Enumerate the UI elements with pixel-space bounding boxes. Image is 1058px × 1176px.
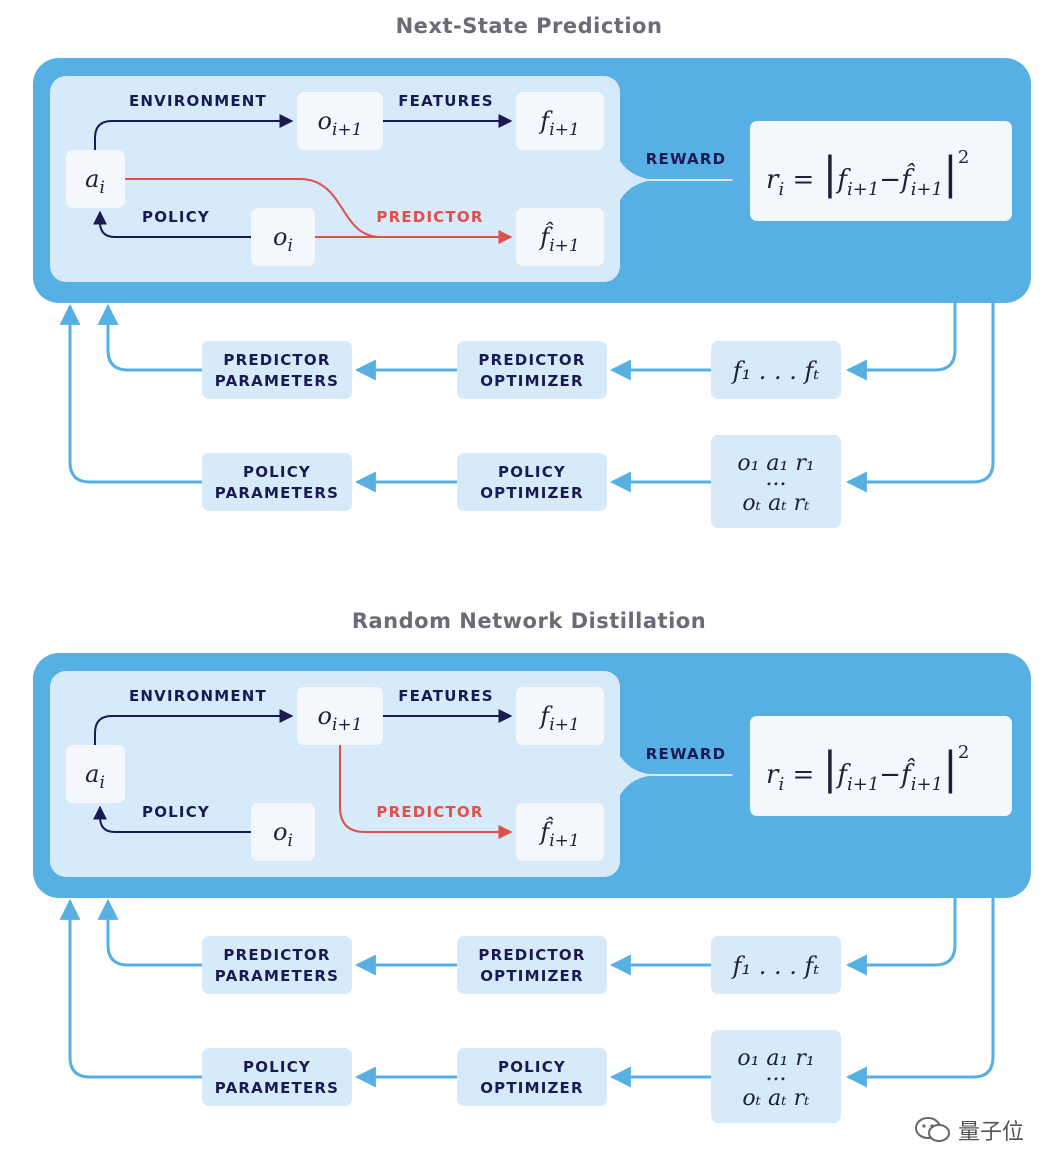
node-f-next-box xyxy=(516,687,604,745)
predictor-parameters-box xyxy=(202,341,352,399)
node-o-next-box xyxy=(297,92,383,150)
node-o-next-box xyxy=(297,687,383,745)
node-fhat-box xyxy=(516,208,604,266)
environment-arrow xyxy=(94,114,294,150)
features-seq-label: f₁ . . . fₜ xyxy=(731,357,820,385)
environment-arrow xyxy=(94,709,294,745)
policy-label: POLICY xyxy=(142,208,210,226)
reward-connector-shape xyxy=(612,735,660,817)
environment-label: ENVIRONMENT xyxy=(129,92,267,110)
trajectory-line1: o₁ a₁ r₁ xyxy=(737,451,814,476)
predictor-params-feedback-arrow xyxy=(97,303,202,372)
predictor-parameters-label-line1: PREDICTOR xyxy=(223,351,330,369)
watermark-text: 量子位 xyxy=(957,1120,1024,1145)
policy-optimizer-label-line2: OPTIMIZER xyxy=(480,1079,584,1097)
predictor-arrow-from-o-next xyxy=(339,745,513,839)
node-o-label: oi xyxy=(273,223,293,256)
trajectory-feedback-arrow xyxy=(845,898,995,1088)
predictor-parameters-label-line2: PARAMETERS xyxy=(215,372,339,390)
features-seq-box xyxy=(711,936,841,994)
features-seq-label: f₁ . . . fₜ xyxy=(731,952,820,980)
policy-optimizer-label-line2: OPTIMIZER xyxy=(480,484,584,502)
features-feedback-arrow xyxy=(845,303,957,381)
inner-panel xyxy=(50,671,620,877)
trajectory-dots: ... xyxy=(766,1061,787,1086)
reward-connector-shape xyxy=(612,140,660,222)
reward-formula: ri = |fi+1−f̂i+1|2 xyxy=(766,147,969,200)
features-seq-box xyxy=(711,341,841,399)
predictor-optimizer-label-line1: PREDICTOR xyxy=(478,351,585,369)
node-a-box xyxy=(66,745,125,803)
policy-parameters-label-line2: PARAMETERS xyxy=(215,484,339,502)
features-feedback-arrow xyxy=(845,898,957,976)
node-o-next-label: oi+1 xyxy=(318,107,363,140)
watermark: 量子位 xyxy=(914,1114,1024,1146)
inner-panel xyxy=(50,76,620,282)
predictor-parameters-label-line2: PARAMETERS xyxy=(215,967,339,985)
environment-label: ENVIRONMENT xyxy=(129,687,267,705)
predictor-parameters-box xyxy=(202,936,352,994)
policy-params-feedback-arrow xyxy=(59,303,202,484)
features-label: FEATURES xyxy=(398,92,494,110)
policy-optimizer-label-line1: POLICY xyxy=(498,1058,566,1076)
predictor-optimizer-box xyxy=(457,341,607,399)
wechat-icon xyxy=(914,1117,950,1142)
predictor-optimizer-label-line1: PREDICTOR xyxy=(478,946,585,964)
policy-optimizer-box xyxy=(457,1048,607,1106)
policy-optimizer-box xyxy=(457,453,607,511)
policy-params-feedback-arrow xyxy=(59,898,202,1079)
reward-formula-box xyxy=(750,716,1012,816)
policy-parameters-label-line1: POLICY xyxy=(243,463,311,481)
node-fhat-box xyxy=(516,803,604,861)
policy-parameters-label-line1: POLICY xyxy=(243,1058,311,1076)
predictor-parameters-label-line1: PREDICTOR xyxy=(223,946,330,964)
reward-formula: ri = |fi+1−f̂i+1|2 xyxy=(766,742,969,795)
policy-arrow xyxy=(93,805,251,833)
node-o-label: oi xyxy=(273,818,293,851)
trajectory-line2: oₜ aₜ rₜ xyxy=(742,1086,810,1111)
node-a-label: ai xyxy=(85,760,105,793)
node-o-next-label: oi+1 xyxy=(318,702,363,735)
node-a-label: ai xyxy=(85,165,105,198)
node-a-box xyxy=(66,150,125,208)
policy-label: POLICY xyxy=(142,803,210,821)
reward-label: REWARD xyxy=(646,745,726,763)
predictor-optimizer-box xyxy=(457,936,607,994)
diagram-2-title: Random Network Distillation xyxy=(351,609,707,633)
predictor-label: PREDICTOR xyxy=(376,208,483,226)
policy-parameters-box xyxy=(202,1048,352,1106)
trajectory-line2: oₜ aₜ rₜ xyxy=(742,491,810,516)
trajectory-line1: o₁ a₁ r₁ xyxy=(737,1046,814,1071)
predictor-label: PREDICTOR xyxy=(376,803,483,821)
node-o-box xyxy=(251,803,315,861)
trajectory-dots: ... xyxy=(766,466,787,491)
trajectory-box xyxy=(711,1030,841,1123)
reward-label: REWARD xyxy=(646,150,726,168)
trajectory-feedback-arrow xyxy=(845,303,995,493)
policy-optimizer-label-line1: POLICY xyxy=(498,463,566,481)
diagram-1-title: Next-State Prediction xyxy=(395,14,663,38)
node-o-box xyxy=(251,208,315,266)
node-f-next-box xyxy=(516,92,604,150)
trajectory-box xyxy=(711,435,841,528)
predictor-optimizer-label-line2: OPTIMIZER xyxy=(480,372,584,390)
policy-arrow xyxy=(93,210,251,238)
policy-parameters-box xyxy=(202,453,352,511)
features-label: FEATURES xyxy=(398,687,494,705)
predictor-params-feedback-arrow xyxy=(97,898,202,967)
predictor-optimizer-label-line2: OPTIMIZER xyxy=(480,967,584,985)
policy-parameters-label-line2: PARAMETERS xyxy=(215,1079,339,1097)
reward-formula-box xyxy=(750,121,1012,221)
